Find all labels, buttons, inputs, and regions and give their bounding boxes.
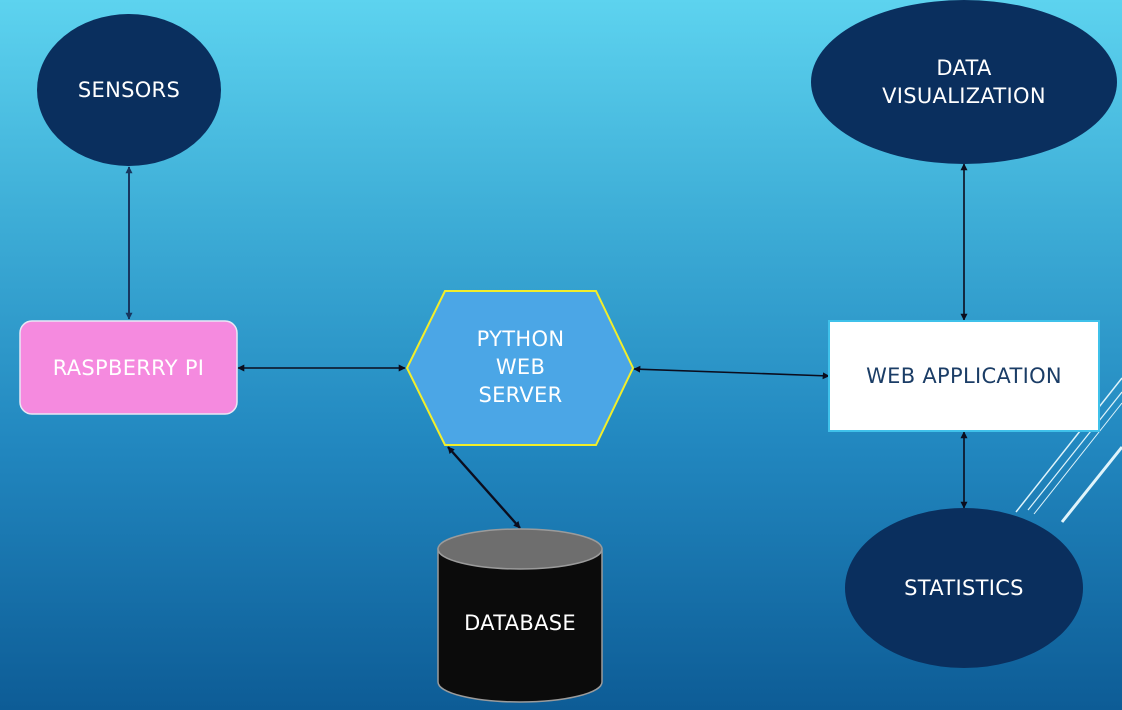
- sensors-node: [37, 14, 221, 166]
- python-web-server-node: [405, 290, 635, 446]
- raspberry-pi-node: [19, 320, 238, 415]
- edge-server-webapp: [633, 365, 830, 380]
- database-node: [437, 528, 603, 703]
- statistics-node: [845, 508, 1083, 668]
- web-application-node: [828, 320, 1100, 432]
- data-visualization-node: [811, 0, 1117, 164]
- edge-server-database: [447, 446, 521, 529]
- decorative-lines: [1015, 377, 1122, 523]
